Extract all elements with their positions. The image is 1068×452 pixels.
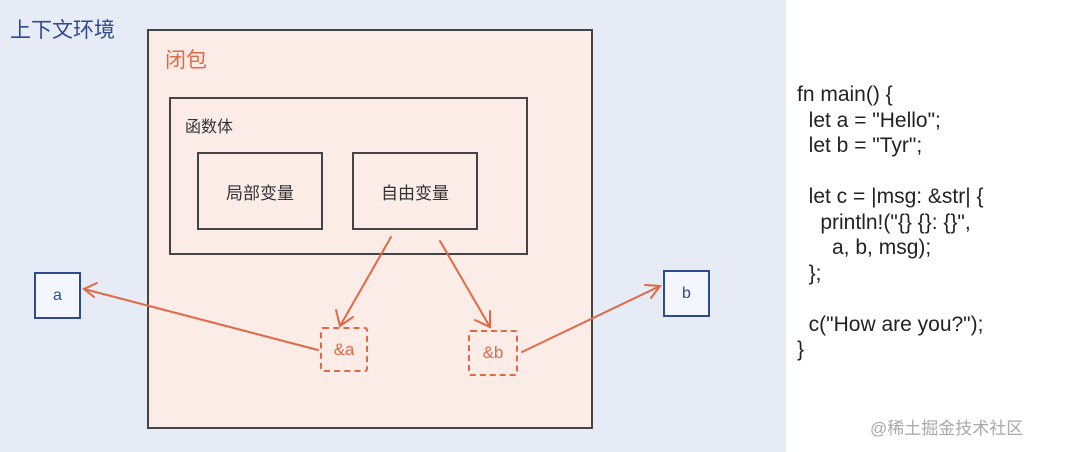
function-body-box bbox=[169, 97, 528, 255]
code-block: fn main() { let a = "Hello"; let b = "Ty… bbox=[797, 83, 984, 361]
arrow-free-to-ref-a bbox=[339, 236, 392, 327]
free-variables-box: 自由变量 bbox=[352, 152, 478, 230]
watermark: @稀土掘金技术社区 bbox=[870, 419, 1024, 438]
ref-b-box: &b bbox=[468, 330, 518, 376]
arrowhead-ref-b bbox=[474, 310, 491, 329]
arrows-layer bbox=[82, 236, 662, 353]
arrow-ref-b-to-b bbox=[521, 285, 661, 353]
ref-a-box: &a bbox=[320, 327, 368, 372]
function-body-label: 函数体 bbox=[185, 119, 234, 136]
arrowhead-b bbox=[644, 284, 662, 299]
variable-a-box: a bbox=[34, 272, 81, 319]
local-variables-box: 局部变量 bbox=[197, 152, 323, 230]
context-label: 上下文环境 bbox=[10, 19, 115, 42]
closure-label: 闭包 bbox=[165, 49, 207, 72]
arrowhead-a bbox=[82, 282, 98, 298]
variable-b-box: b bbox=[663, 270, 710, 317]
arrow-ref-a-to-a bbox=[83, 288, 319, 351]
arrowhead-ref-a bbox=[335, 309, 354, 328]
arrow-free-to-ref-b bbox=[439, 240, 491, 328]
